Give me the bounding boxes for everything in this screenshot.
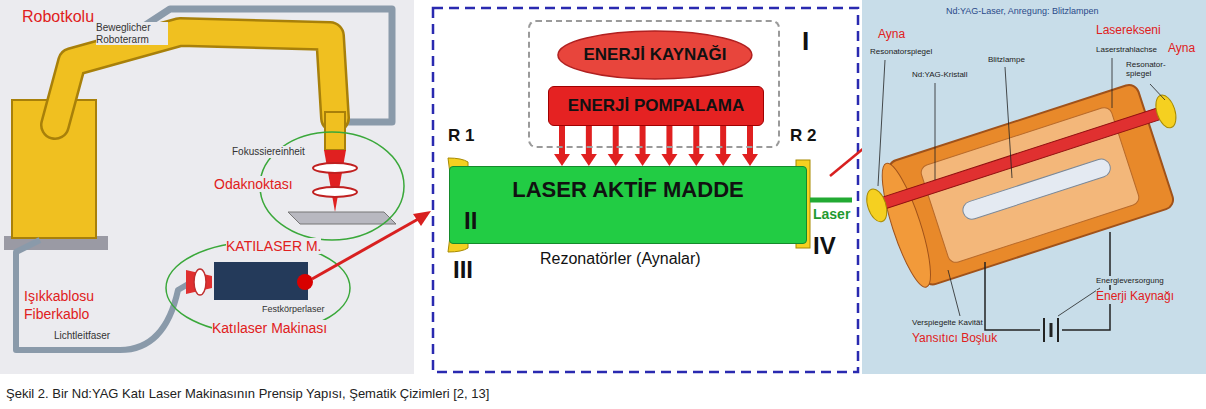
panel-ground	[0, 0, 414, 374]
marker-dot	[297, 274, 313, 290]
part-name: Verspiegelte Kavität	[912, 318, 983, 327]
pump-arrow	[742, 126, 758, 166]
callout-number: II	[464, 207, 477, 235]
pump-arrow	[715, 126, 731, 166]
leader-line	[1058, 288, 1100, 316]
leader-line	[1005, 67, 1012, 178]
pump-arrow	[688, 126, 704, 166]
node-title: LASER AKTİF MADDE	[450, 177, 806, 203]
battery-plate	[1057, 318, 1059, 342]
pumping-box: ENERJİ POMPALAMA	[548, 86, 764, 126]
battery-plate	[1043, 318, 1045, 342]
figure-caption: Şekil 2. Bir Nd:YAG Katı Laser Makinasın…	[6, 386, 489, 401]
pump-arrow	[554, 126, 570, 166]
pointer-arrowhead	[413, 211, 431, 226]
panel-title: Nd:YAG-Laser, Anregung: Blitzlampen	[946, 6, 1098, 16]
fiber-coupler	[186, 270, 212, 294]
robot-arm-outline	[55, 32, 335, 125]
energy-group-box: IENERJİ KAYNAĞIENERJİ POMPALAMA	[528, 20, 780, 148]
focus-lens	[313, 187, 357, 197]
mirror-label: R 1	[448, 126, 474, 146]
mirror	[1152, 92, 1180, 130]
callout-number: IV	[813, 232, 836, 260]
pointer-line	[830, 148, 864, 176]
supply-wire	[985, 232, 1110, 330]
part-name: Rezonatörler (Aynalar)	[540, 250, 701, 268]
part-name: Laserstrahlachse	[1096, 45, 1157, 54]
leader-line	[935, 83, 936, 180]
part-name: Resonatorspiegel	[870, 47, 932, 56]
part-name: Katılaser Makinası	[212, 320, 327, 336]
part-name: Fokussiereinheit	[232, 146, 305, 158]
mirror	[863, 186, 891, 224]
part-name: Resonator-spiegel	[1126, 60, 1174, 78]
part-name: Yansıtıcı Boşluk	[912, 332, 997, 346]
pump-arrow	[608, 126, 624, 166]
energy-source-ellipse: ENERJİ KAYNAĞI	[556, 30, 754, 80]
housing-end	[873, 159, 940, 291]
coupling-lens	[194, 269, 206, 295]
battery-plate	[1050, 323, 1053, 337]
node-title: ENERJİ POMPALAMA	[568, 96, 744, 116]
laser-beam	[810, 198, 852, 203]
part-name: Beweglicher Roboterarm	[96, 22, 168, 45]
part-name: KATILASER M.	[226, 238, 321, 254]
pump-arrow	[661, 126, 677, 166]
panel-ground	[862, 0, 1206, 374]
pump-arrow	[581, 126, 597, 166]
robot-head	[325, 112, 345, 150]
laser-beam-cone	[324, 150, 346, 212]
beam-label: Laser	[813, 206, 850, 222]
solid-state-laser-box	[214, 262, 308, 300]
flash-lamp	[961, 157, 1113, 222]
part-name: Energieversorgung	[1096, 276, 1164, 285]
node-title: ENERJİ KAYNAĞI	[584, 45, 727, 65]
part-name: Odaknoktası	[214, 176, 293, 192]
mirror-label: R 2	[790, 126, 816, 146]
pump-arrow	[635, 126, 651, 166]
fiber-cable	[16, 240, 190, 350]
part-name: Ayna	[1168, 42, 1195, 56]
part-name: Işıkkablosu	[24, 288, 94, 304]
part-name: Laserekseni	[1096, 24, 1161, 38]
active-medium-bar: LASER AKTİF MADDE II	[449, 166, 807, 244]
robot-arm	[55, 32, 335, 125]
dashed-frame	[433, 8, 858, 372]
part-name: Enerji Kaynağı	[1096, 290, 1174, 304]
part-name: Blitzlampe	[988, 55, 1025, 64]
part-name: Lichtleitfaser	[54, 330, 110, 342]
part-name: Fiberkablo	[24, 306, 89, 322]
part-name: Nd:YAG-Kristall	[912, 70, 967, 79]
focus-lens	[313, 163, 357, 173]
workpiece	[288, 212, 396, 224]
leader-line	[948, 270, 960, 316]
part-name: Ayna	[878, 28, 905, 42]
callout-number: I	[802, 26, 809, 57]
leader-line	[1150, 84, 1165, 100]
leader-line	[878, 60, 885, 186]
pointer-arrow	[312, 218, 420, 279]
part-name: Robotkolu	[22, 8, 94, 26]
leader-line	[1112, 58, 1113, 108]
part-name: Festkörperlaser	[262, 304, 325, 314]
callout-number: III	[453, 256, 473, 284]
